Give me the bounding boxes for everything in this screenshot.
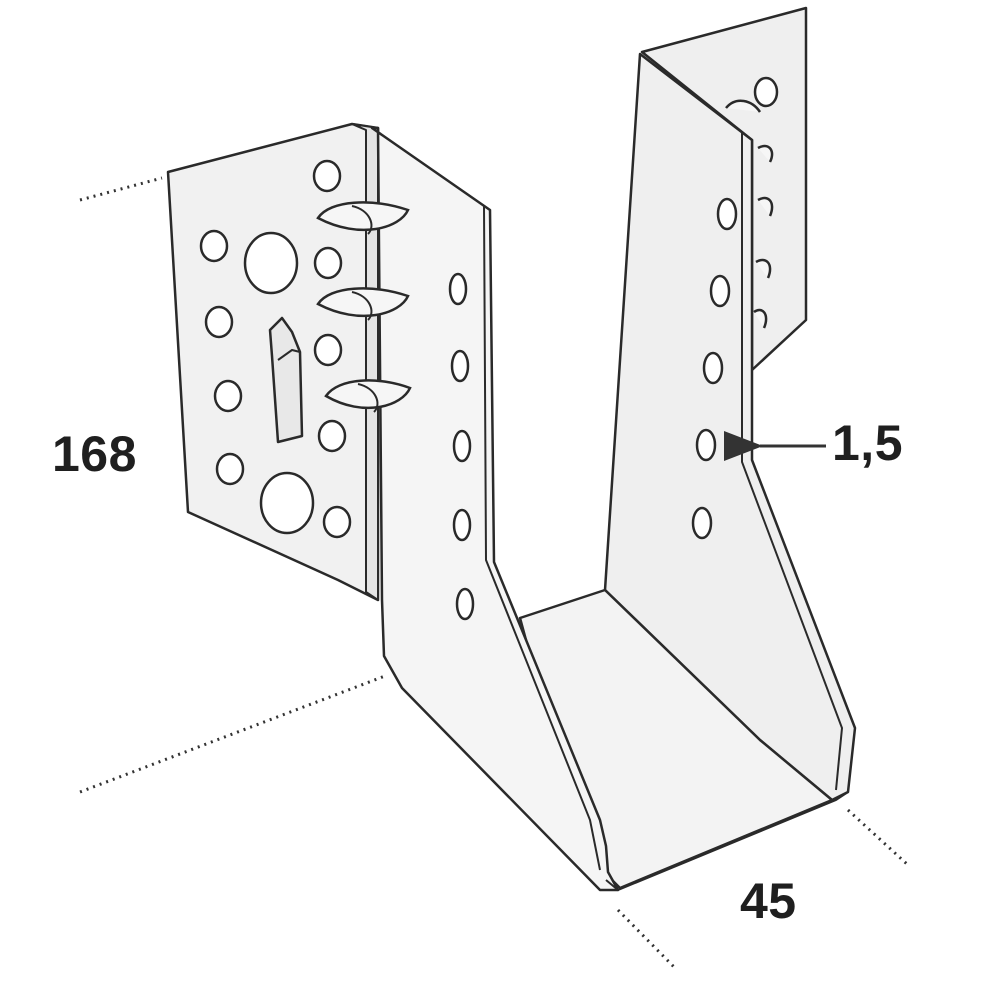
stiffener [324, 379, 412, 413]
punched-tab [268, 316, 304, 444]
left-wall-inner-edge [483, 205, 601, 871]
stiffener-edge [757, 144, 774, 163]
width-dimension-label: 45 [740, 873, 797, 929]
nail-hole [450, 349, 470, 383]
height-bottom-extension [79, 674, 386, 794]
width-left-extension [616, 908, 677, 970]
large-anchor-hole [259, 471, 315, 535]
nail-hole [448, 272, 468, 306]
left-flange-holes [199, 159, 352, 539]
nail-hole [691, 506, 713, 540]
stiffener [316, 201, 410, 235]
height-top-extension [79, 176, 163, 202]
width-right-extension [846, 808, 910, 867]
right-wall-inner-edge [741, 132, 844, 791]
nail-hole [317, 419, 347, 453]
thickness-dimension-label: 1,5 [832, 415, 904, 471]
left-side-wall [370, 126, 620, 892]
nail-hole [322, 505, 352, 539]
nail-hole [702, 351, 724, 385]
dimension-extension-lines [79, 176, 910, 970]
stiffener-edge [757, 196, 774, 217]
nail-hole [312, 159, 342, 193]
nail-hole [455, 587, 475, 621]
nail-hole [452, 508, 472, 542]
base-front-lip [605, 791, 849, 892]
nail-hole [709, 274, 731, 308]
nail-hole [753, 76, 779, 108]
nail-hole [213, 379, 243, 413]
stiffener-edge [753, 308, 768, 329]
large-anchor-hole [243, 231, 299, 295]
right-flange-holes [725, 76, 779, 329]
nail-hole [452, 429, 472, 463]
nail-hole [695, 428, 717, 462]
stiffener-edge [725, 99, 762, 113]
stiffener-edge [755, 258, 772, 279]
nail-hole [199, 229, 229, 263]
bend-stiffeners [316, 201, 412, 413]
right-wall-holes [691, 197, 738, 540]
height-dimension-label: 168 [52, 426, 137, 482]
stiffener [316, 287, 410, 321]
nail-hole [716, 197, 738, 231]
nail-hole [204, 305, 234, 339]
left-wall-holes [448, 272, 475, 621]
nail-hole [313, 333, 343, 367]
nail-hole [313, 246, 343, 280]
nail-hole [215, 452, 245, 486]
